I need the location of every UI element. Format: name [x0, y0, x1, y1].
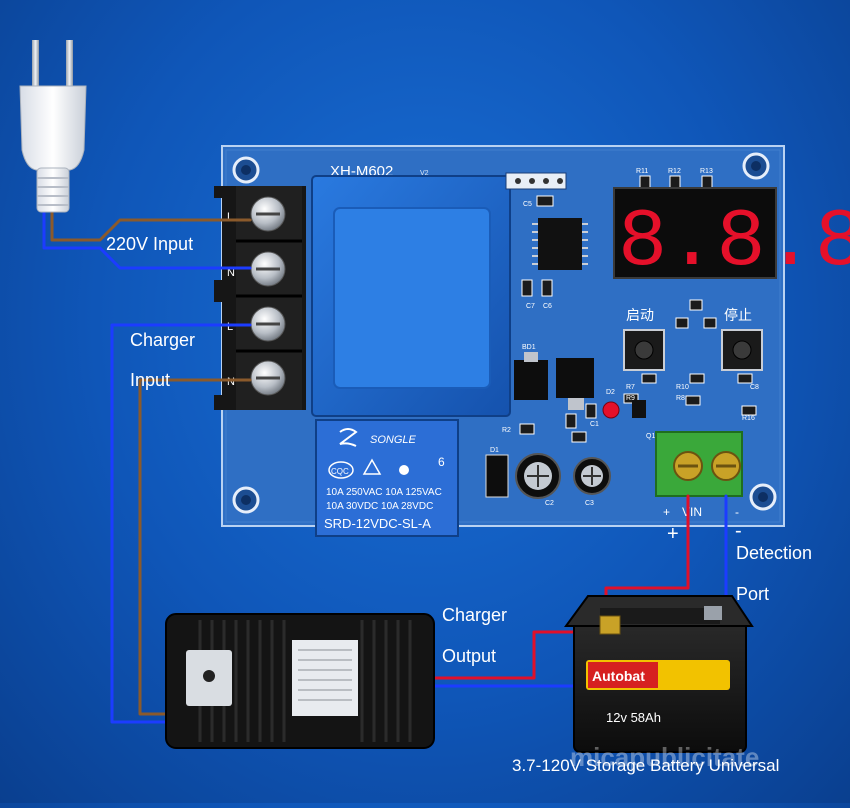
plus-sign: + [667, 523, 679, 545]
charger-adapter [165, 613, 435, 749]
relay: SONGLE CQC 6 10A 250VAC 10A 125VAC 10A 3… [315, 419, 459, 537]
relay-model: SRD-12VDC-SL-A [324, 516, 431, 531]
board-version-label: V2 [420, 170, 429, 177]
transformer [311, 175, 511, 417]
voltage-regulators [514, 352, 594, 410]
svg-text:R12: R12 [668, 168, 681, 175]
charger-output-label-2: Output [442, 646, 497, 666]
detection-terminal-block [655, 431, 743, 497]
svg-text:VIN: VIN [682, 505, 702, 519]
svg-text:C1: C1 [590, 421, 599, 428]
storage-battery: Autobat 12v 58Ah [564, 595, 754, 753]
ac-wire-brown [50, 208, 252, 242]
mounting-holes [232, 152, 777, 514]
svg-text:R13: R13 [700, 168, 713, 175]
terminal-screws [250, 196, 286, 396]
svg-text:L: L [227, 321, 233, 333]
svg-text:C5: C5 [523, 201, 532, 208]
charger-label: Charger [130, 330, 196, 350]
red-led [602, 401, 620, 419]
battery-spec: 12v 58Ah [606, 710, 661, 725]
svg-text:R10: R10 [676, 384, 689, 391]
transistor [632, 400, 646, 418]
minus-sign: - [735, 520, 742, 542]
svg-text:+: + [663, 505, 670, 519]
port-label: Port [736, 584, 770, 604]
microcontroller-ic [532, 218, 588, 270]
svg-text:C7: C7 [526, 303, 535, 310]
svg-text:R16: R16 [742, 415, 755, 422]
relay-cert: CQC [331, 467, 349, 476]
terminal-pin-labels: L N L N [227, 211, 235, 388]
stop-button-label: 停止 [724, 307, 752, 323]
relay-rating-2: 10A 30VDC 10A 28VDC [326, 501, 433, 512]
svg-text:C3: C3 [585, 500, 594, 507]
svg-text:L: L [227, 211, 233, 223]
svg-text:-: - [735, 505, 739, 519]
charger-output-wire-red [430, 630, 612, 680]
svg-text:R9: R9 [626, 395, 635, 402]
charger-input-wire-blue [110, 323, 252, 724]
caption: 3.7-120V Storage Battery Universal [512, 756, 780, 775]
watermark: micapublicitate [570, 742, 760, 772]
svg-text:N: N [227, 376, 235, 388]
svg-text:Q1: Q1 [646, 433, 655, 440]
relay-brand: SONGLE [370, 434, 417, 446]
svg-text:R8: R8 [676, 395, 685, 402]
svg-text:BD1: BD1 [522, 344, 536, 351]
display-digits: 8.8.8. [618, 196, 850, 289]
svg-text:C6: C6 [543, 303, 552, 310]
start-button-label: 启动 [626, 307, 654, 323]
detection-label: Detection [736, 543, 813, 563]
start-button[interactable] [623, 329, 665, 371]
stop-button[interactable] [721, 329, 763, 371]
charger-input-label: Input [130, 370, 171, 390]
battery-brand: Autobat [592, 668, 645, 684]
ac-wire-blue [42, 208, 252, 270]
ac-input-label: 220V Input [106, 234, 194, 254]
relay-badge: 6 [438, 455, 445, 469]
smd-components [519, 175, 757, 443]
diode-d1 [485, 454, 509, 498]
svg-text:C8: C8 [750, 384, 759, 391]
header-pins [505, 172, 567, 190]
ac-plug-icon [19, 40, 87, 213]
svg-text:R7: R7 [626, 384, 635, 391]
electrolytic-capacitors [515, 453, 611, 499]
svg-text:D1: D1 [490, 447, 499, 454]
charger-input-wire-brown [138, 378, 252, 716]
svg-text:C2: C2 [545, 500, 554, 507]
svg-text:N: N [227, 267, 235, 279]
svg-text:R11: R11 [636, 168, 648, 175]
seven-segment-display: 8.8.8. [613, 187, 850, 289]
svg-text:R2: R2 [502, 427, 511, 434]
relay-rating-1: 10A 250VAC 10A 125VAC [326, 487, 442, 498]
charger-output-label-1: Charger [442, 605, 508, 625]
svg-text:D2: D2 [606, 389, 615, 396]
